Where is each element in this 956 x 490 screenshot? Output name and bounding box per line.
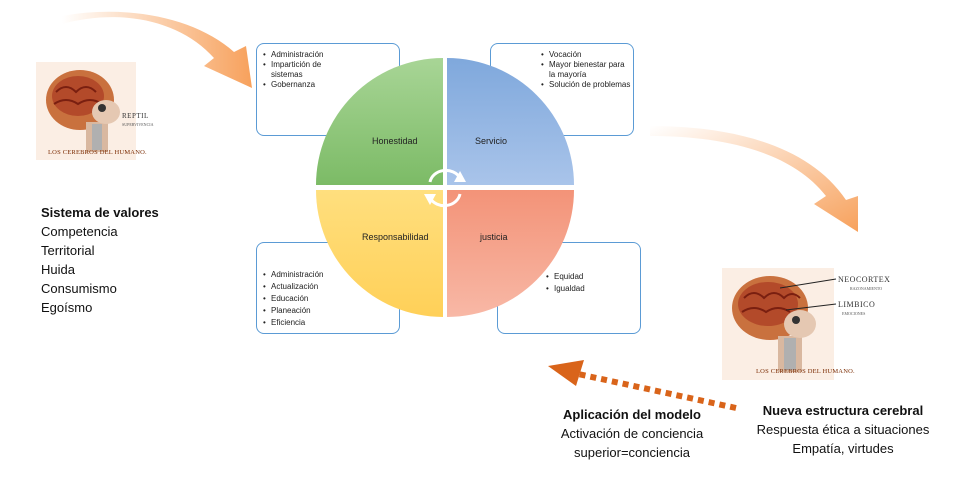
cycle-arrowhead-icon <box>424 194 436 205</box>
value-item: Territorial <box>41 243 95 258</box>
bullet-item: Equidad <box>546 271 634 283</box>
value-item: Huida <box>41 262 75 277</box>
honestidad-box: Administración Impartición de sistemas G… <box>256 43 400 136</box>
limbico-tag: LIMBICO <box>838 300 876 309</box>
right-head-caption: LOS CEREBROS DEL HUMANO. <box>756 368 855 375</box>
bullet-item: Vocación <box>541 50 631 60</box>
bullet-item: Administración <box>263 50 325 60</box>
quadrant-justicia <box>447 190 574 317</box>
application-line: superior=conciencia <box>574 445 690 460</box>
quadrant-responsabilidad <box>316 190 443 317</box>
bullet-item: Gobernanza <box>263 80 325 90</box>
values-system-title: Sistema de valores <box>41 205 159 220</box>
new-structure-line: Empatía, virtudes <box>792 441 894 456</box>
bullet-item: Educación <box>263 293 343 305</box>
application-block: Aplicación del modelo Activación de conc… <box>548 405 716 462</box>
values-system: Sistema de valores Competencia Territori… <box>41 203 159 317</box>
neocortex-head-illustration <box>722 268 834 380</box>
head-skull-icon <box>36 62 136 160</box>
bullet-item: Solución de problemas <box>541 80 631 90</box>
bullet-item: Administración <box>263 269 343 281</box>
responsabilidad-label: Responsabilidad <box>362 232 429 242</box>
cycle-arrowhead-icon <box>454 171 466 182</box>
bullet-item: Igualdad <box>546 283 634 295</box>
limbico-tag-sub: EMOCIONES <box>842 311 866 316</box>
head-brain-icon <box>722 268 834 380</box>
bullet-item: Mayor bienestar para la mayoría <box>541 60 631 80</box>
bullet-item: Planeación <box>263 305 343 317</box>
justicia-label: justicia <box>480 232 508 242</box>
left-head-caption: LOS CEREBROS DEL HUMANO. <box>48 149 147 156</box>
quadrant-honestidad <box>316 58 443 185</box>
new-structure-block: Nueva estructura cerebral Respuesta étic… <box>738 401 948 458</box>
bullet-item: Impartición de sistemas <box>263 60 325 80</box>
new-structure-title: Nueva estructura cerebral <box>762 403 924 418</box>
value-item: Consumismo <box>41 281 117 296</box>
honestidad-label: Honestidad <box>372 136 418 146</box>
curved-arrow-right <box>650 126 858 232</box>
pointer-lines <box>780 278 837 311</box>
reptilian-head-illustration <box>36 62 136 160</box>
values-circle <box>316 58 574 317</box>
new-structure-line: Respuesta ética a situaciones <box>756 422 930 437</box>
reptil-tag: REPTIL <box>122 112 149 120</box>
bullet-item: Actualización <box>263 281 343 293</box>
neocortex-tag-sub: RAZONAMIENTO <box>850 286 883 291</box>
value-item: Egoísmo <box>41 300 93 315</box>
reptil-tag-sub: SUPERVIVENCIA <box>122 122 154 127</box>
bullet-item: Eficiencia <box>263 317 343 329</box>
neocortex-tag: NEOCORTEX <box>838 275 891 284</box>
curved-arrow-top-left <box>62 11 252 88</box>
application-line: Activación de conciencia <box>560 426 704 441</box>
application-title: Aplicación del modelo <box>563 407 701 422</box>
dashed-arrow <box>548 360 737 411</box>
cycle-arrows-icon <box>428 168 462 208</box>
value-item: Competencia <box>41 224 118 239</box>
servicio-label: Servicio <box>475 136 508 146</box>
quadrant-servicio <box>447 58 574 185</box>
